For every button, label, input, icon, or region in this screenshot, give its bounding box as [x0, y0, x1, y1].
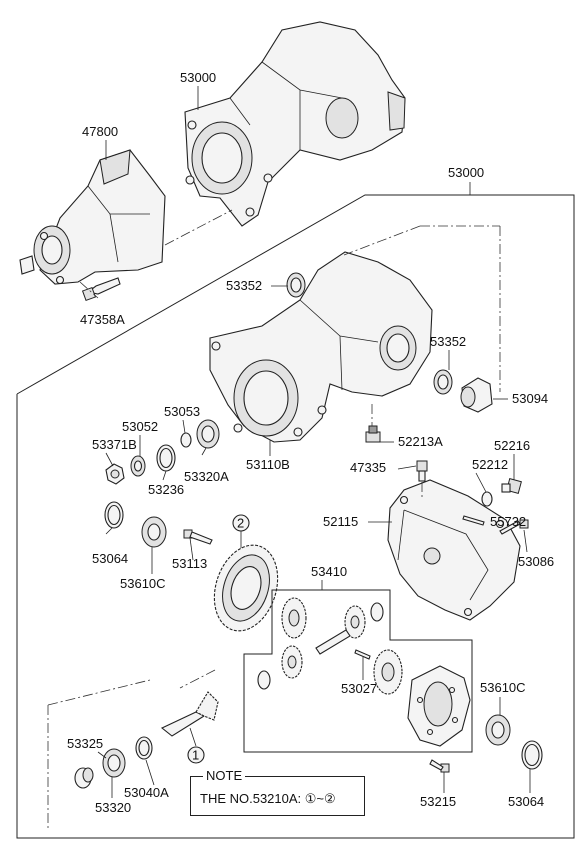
bearing-53320A	[196, 419, 220, 449]
callout-53320A: 53320A	[184, 469, 229, 484]
mark-1-label: 1	[192, 748, 199, 763]
callout-53320: 53320	[95, 800, 131, 815]
callout-53113: 53113	[172, 556, 207, 571]
callout-53040A: 53040A	[124, 785, 169, 800]
drain-plug-52213A	[365, 425, 381, 443]
bolt-53113	[183, 529, 213, 545]
callout-47358A: 47358A	[80, 312, 125, 327]
callout-53110B: 53110B	[246, 457, 290, 472]
callout-53064-right: 53064	[508, 794, 544, 809]
lock-nut-53371B	[105, 463, 125, 485]
callout-53352-right: 53352	[430, 334, 466, 349]
bearing-53320	[102, 748, 126, 778]
callout-53610C-right: 53610C	[480, 680, 526, 695]
callout-53086: 53086	[518, 554, 554, 569]
oil-seal-53352-left	[286, 272, 306, 298]
bolt-53215	[429, 759, 450, 773]
callout-52115: 52115	[323, 514, 358, 529]
callout-53053: 53053	[164, 404, 200, 419]
drive-pinion-gear	[160, 691, 219, 737]
flange-53325	[74, 767, 94, 789]
callout-52216: 52216	[494, 438, 530, 453]
gasket-52212	[481, 491, 493, 507]
breather-47335	[416, 460, 428, 482]
oil-seal-53352-right	[433, 369, 453, 395]
bearing-53610C-left	[141, 516, 167, 548]
callout-53610C-left: 53610C	[120, 576, 166, 591]
callout-53052: 53052	[122, 419, 158, 434]
assembly-boundary-line	[16, 194, 575, 839]
transfer-case-part-47800	[19, 149, 166, 285]
differential-carrier-housing-top	[184, 21, 406, 227]
pinion-gear-upper	[344, 605, 366, 639]
note-text: THE NO.53210A: ①~②	[200, 791, 336, 806]
thrust-washer-upper	[370, 602, 384, 622]
thrust-washer-lower	[257, 670, 271, 690]
callout-47335: 47335	[350, 460, 386, 475]
ring-gear	[213, 544, 279, 632]
bolt-53086	[499, 519, 529, 535]
callout-53236: 53236	[148, 482, 184, 497]
shim-53236	[156, 444, 176, 472]
plug-52216	[501, 478, 522, 494]
callout-47800: 47800	[82, 124, 118, 139]
side-gear-right	[373, 649, 403, 695]
adjuster-53052	[130, 455, 146, 477]
seal-53064-left	[104, 501, 124, 529]
pin-55732	[462, 515, 485, 526]
leader-lines	[97, 86, 531, 798]
callout-53352-left: 53352	[226, 278, 262, 293]
o-ring-53053	[180, 432, 192, 448]
bearing-53610C-right	[485, 714, 511, 746]
callout-53215: 53215	[420, 794, 456, 809]
callout-52213A: 52213A	[398, 434, 443, 449]
differential-gear-kit-box	[243, 589, 473, 753]
alignment-frame-main	[343, 225, 501, 392]
leader-47358A	[79, 281, 99, 299]
callout-53410: 53410	[311, 564, 347, 579]
pinion-gear-lower	[281, 645, 303, 679]
note-title: NOTE	[203, 768, 246, 783]
callout-53027: 53027	[341, 681, 377, 696]
callout-53094: 53094	[512, 391, 548, 406]
callout-55732: 55732	[490, 514, 526, 529]
carrier-case-53110B	[209, 251, 433, 443]
alignment-frame-pinion	[47, 679, 151, 830]
mark-1-leader	[189, 727, 197, 747]
mark-1-circle	[187, 746, 205, 764]
callout-52212: 52212	[472, 457, 508, 472]
alignment-line-transfer-case	[164, 209, 233, 246]
bearing-53040A	[135, 736, 153, 760]
note-box: NOTE THE NO.53210A: ①~②	[190, 768, 365, 816]
dust-cover-53094	[460, 377, 493, 413]
pinion-shaft	[315, 629, 351, 655]
callout-53000-top: 53000	[180, 70, 216, 85]
callout-53371B: 53371B	[92, 437, 137, 452]
seal-53064-right	[521, 740, 543, 770]
callout-53325: 53325	[67, 736, 103, 751]
differential-case	[407, 665, 471, 747]
rear-cover-52115	[387, 479, 521, 621]
bolt-47358A	[81, 277, 121, 302]
alignment-line-pinion	[179, 669, 216, 689]
side-gear-left	[281, 597, 307, 639]
callout-53064-left: 53064	[92, 551, 128, 566]
lock-pin-53027	[354, 649, 371, 660]
mark-2-label: 2	[237, 516, 244, 531]
callout-53000-main: 53000	[448, 165, 484, 180]
